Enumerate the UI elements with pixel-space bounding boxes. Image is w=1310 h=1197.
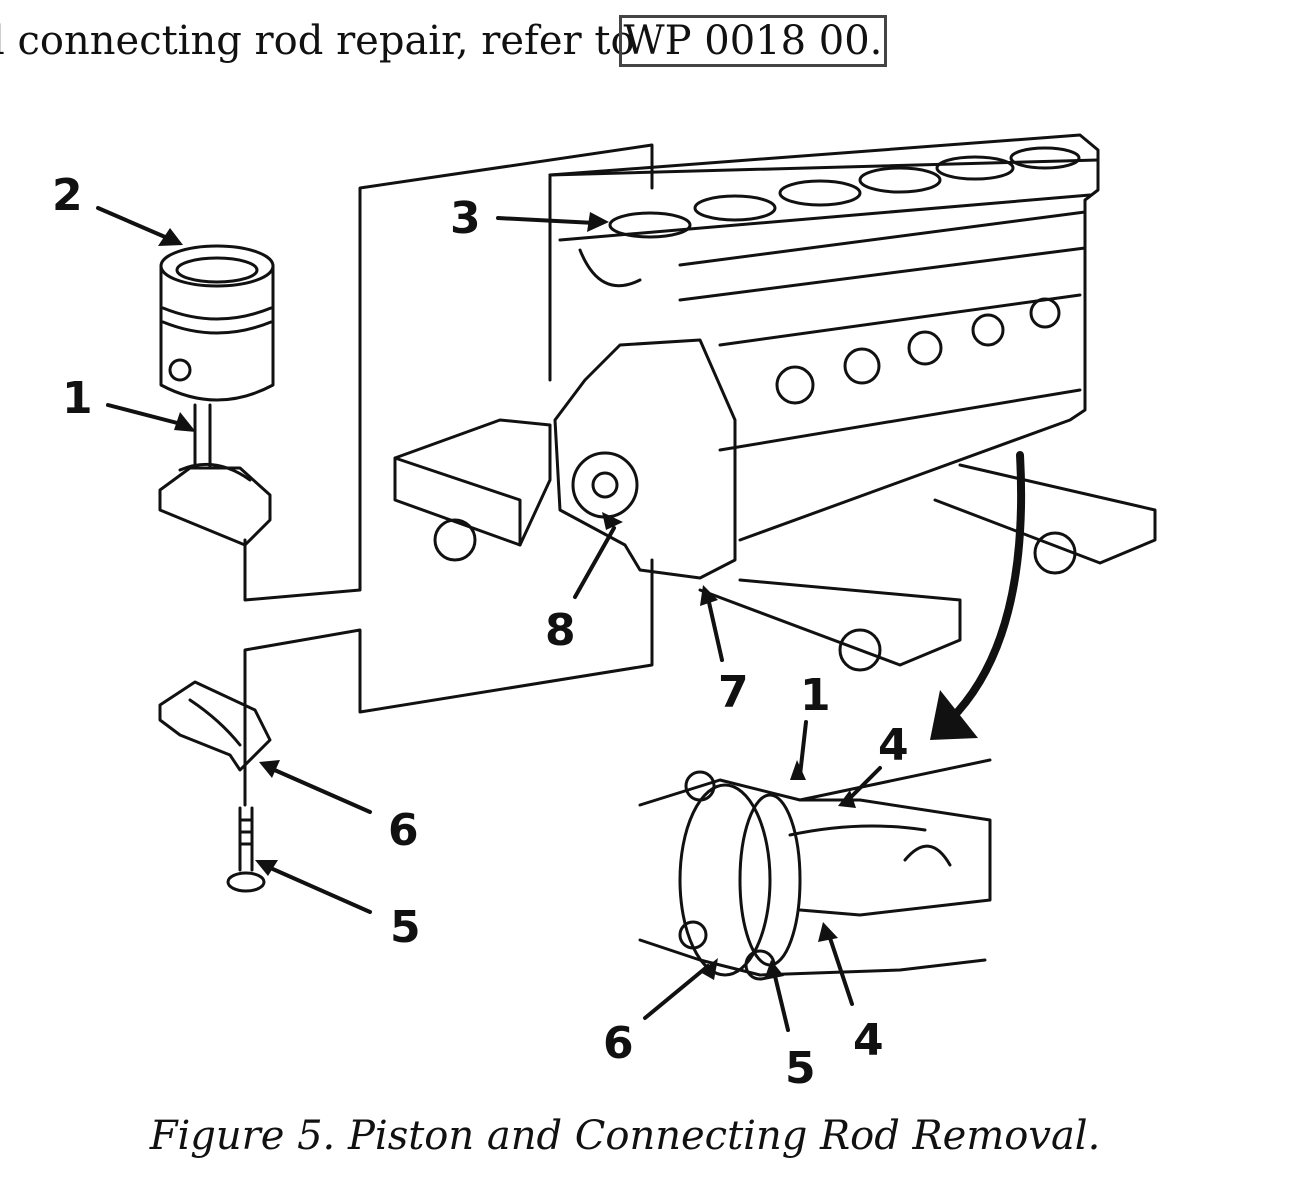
callout-4-bottom: 4 [853, 1015, 884, 1066]
rod-bolt-icon [226, 806, 266, 893]
callout-5-detail: 5 [785, 1043, 816, 1094]
detail-view-icon [638, 758, 992, 981]
piston-icon [158, 244, 275, 547]
callout-5: 5 [390, 902, 421, 953]
engine-block-icon [548, 133, 1100, 580]
callout-1: 1 [62, 373, 93, 424]
figure-caption: Figure 5. Piston and Connecting Rod Remo… [149, 1113, 1101, 1159]
intro-text: l connecting rod repair, refer to [0, 18, 635, 64]
callout-8: 8 [545, 605, 576, 656]
callout-6: 6 [388, 805, 419, 856]
wp-reference-link[interactable]: WP 0018 00. [618, 15, 888, 67]
engine-stand-icon [393, 418, 1157, 672]
callout-7: 7 [718, 667, 749, 718]
callout-2: 2 [52, 170, 83, 221]
intro-sentence: l connecting rod repair, refer toWP 0018… [0, 15, 888, 67]
callout-3: 3 [450, 193, 481, 244]
callout-6-detail: 6 [603, 1018, 634, 1069]
callout-4-top: 4 [878, 720, 909, 771]
callout-1-detail: 1 [800, 670, 831, 721]
rod-cap-icon [158, 680, 272, 772]
